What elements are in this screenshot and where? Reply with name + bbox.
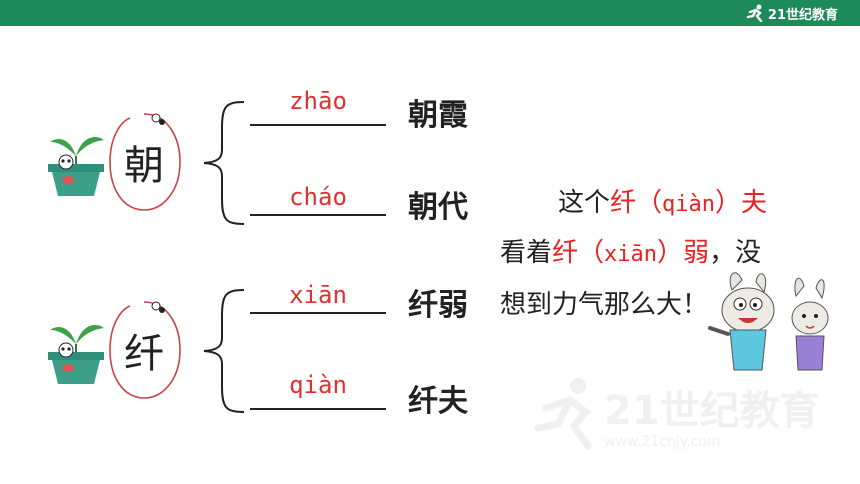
word-zhaoxia: 朝霞 xyxy=(408,98,468,133)
character-qian: 纤 xyxy=(124,331,164,377)
brace xyxy=(203,289,245,413)
word-qianfu: 纤夫 xyxy=(408,384,468,419)
brand-logo: 21世纪教育 xyxy=(746,3,838,23)
pinyin-xian: xiān xyxy=(289,281,347,309)
pinyin-chao: cháo xyxy=(289,183,347,211)
answer-line xyxy=(250,124,386,126)
watermark-text: 21世纪教育 xyxy=(604,388,820,434)
logo-text: 21世纪教育 xyxy=(767,7,838,23)
brace xyxy=(203,101,245,225)
character-bubble xyxy=(109,113,181,211)
pinyin-zhao: zhāo xyxy=(289,87,347,115)
watermark-url: www.21cnjy.com xyxy=(604,434,720,450)
runner-icon xyxy=(746,4,763,22)
answer-line xyxy=(250,214,386,216)
watermark-logo: 21世纪教育 www.21cnjy.com xyxy=(534,378,820,450)
sentence-line-3: 想到力气那么大！ xyxy=(500,290,709,320)
pinyin-qian: qiàn xyxy=(289,371,347,399)
character-bubble xyxy=(109,301,181,399)
word-chaodai: 朝代 xyxy=(408,190,468,225)
character-zhao: 朝 xyxy=(124,143,164,189)
word-xianruo: 纤弱 xyxy=(408,288,468,323)
sentence-line-2: 看着纤（xiān）弱，没 xyxy=(500,238,762,268)
sentence-line-1: 这个纤（qiàn）夫 xyxy=(558,188,768,218)
rabbits-illustration xyxy=(708,272,829,371)
answer-line xyxy=(250,408,386,410)
answer-line xyxy=(250,312,386,314)
header-bar: 21世纪教育 xyxy=(0,0,860,26)
plant-pot-icon xyxy=(48,325,104,384)
plant-pot-icon xyxy=(48,137,104,196)
